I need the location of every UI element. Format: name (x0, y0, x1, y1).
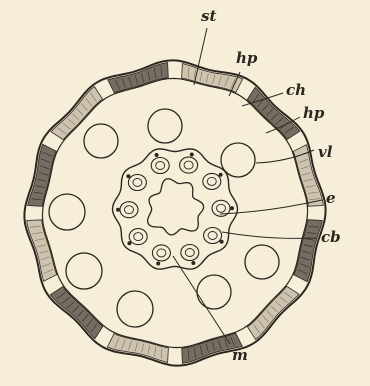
label-vl: vl (318, 143, 333, 161)
label-ch: ch (286, 81, 306, 99)
vascular-lacuna (148, 109, 182, 143)
label-hp-right: hp (303, 104, 325, 122)
vascular-lacuna (49, 194, 85, 230)
vascular-lacuna (66, 253, 102, 289)
label-cb: cb (321, 228, 341, 246)
label-st: st (201, 7, 216, 25)
vascular-lacuna (84, 124, 118, 158)
vascular-lacuna (197, 275, 231, 309)
label-e: e (326, 189, 336, 207)
vascular-lacuna (117, 291, 153, 327)
label-hp-top: hp (236, 49, 258, 67)
vascular-lacuna (245, 245, 279, 279)
label-m: m (232, 346, 248, 364)
